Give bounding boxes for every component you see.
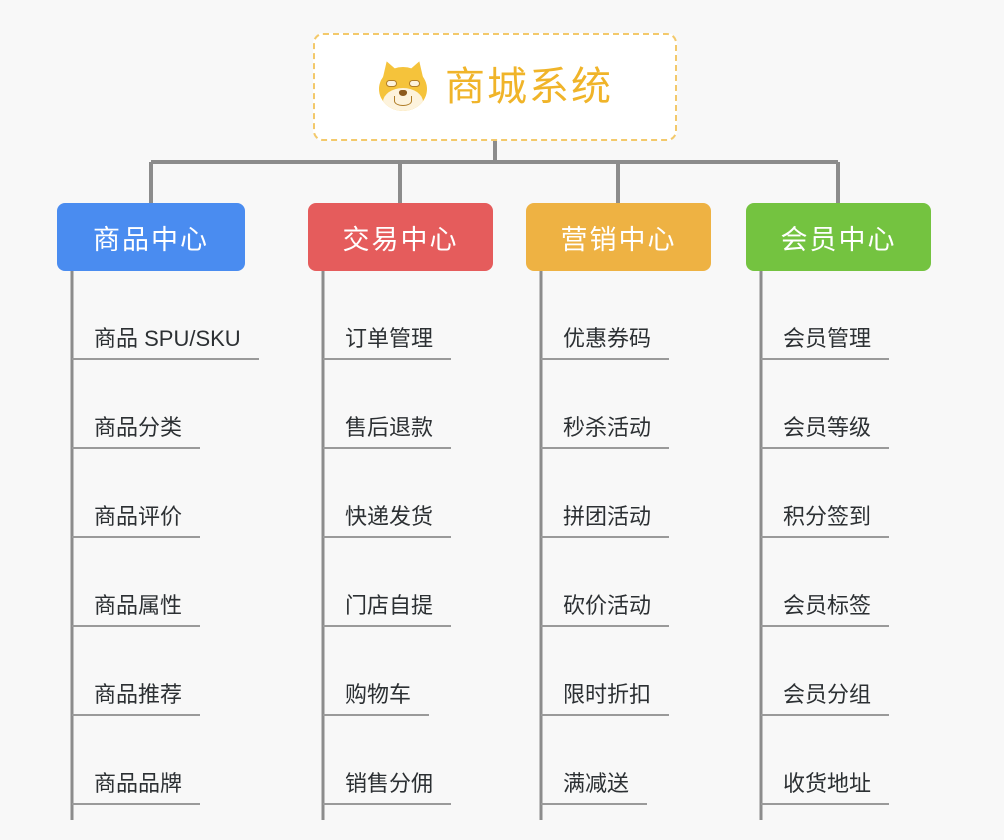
leaf-label: 商品评价 — [72, 504, 201, 538]
list-item[interactable]: 商品品牌 — [72, 716, 245, 805]
branch-header-label-3: 会员中心 — [780, 224, 897, 255]
branch-header-0[interactable]: 商品中心 — [57, 203, 245, 271]
branch-header-label-1: 交易中心 — [342, 224, 459, 255]
list-item[interactable]: 销售分佣 — [323, 716, 493, 805]
branch-column-2: 营销中心 优惠券码 秒杀活动 拼团活动 砍价活动 限时折扣 满减送 — [526, 203, 711, 805]
list-item[interactable]: 商品推荐 — [72, 627, 245, 716]
leaf-label: 秒杀活动 — [541, 415, 670, 449]
leaf-label: 满减送 — [541, 771, 648, 805]
list-item[interactable]: 砍价活动 — [541, 538, 711, 627]
leaf-label: 优惠券码 — [541, 326, 670, 360]
branch-header-3[interactable]: 会员中心 — [746, 203, 931, 271]
list-item[interactable]: 商品 SPU/SKU — [72, 271, 259, 360]
leaf-list-3: 会员管理 会员等级 积分签到 会员标签 会员分组 收货地址 — [746, 271, 931, 805]
leaf-label: 快递发货 — [323, 504, 452, 538]
leaf-list-1: 订单管理 售后退款 快递发货 门店自提 购物车 销售分佣 — [308, 271, 493, 805]
list-item[interactable]: 限时折扣 — [541, 627, 711, 716]
leaf-list-0: 商品 SPU/SKU 商品分类 商品评价 商品属性 商品推荐 商品品牌 — [57, 271, 259, 805]
list-item[interactable]: 售后退款 — [323, 360, 493, 449]
list-item[interactable]: 商品分类 — [72, 360, 245, 449]
list-item[interactable]: 商品属性 — [72, 538, 245, 627]
leaf-label: 收货地址 — [761, 771, 890, 805]
leaf-label: 商品分类 — [72, 415, 201, 449]
list-item[interactable]: 会员等级 — [761, 360, 931, 449]
leaf-label: 订单管理 — [323, 326, 452, 360]
leaf-label: 销售分佣 — [323, 771, 452, 805]
list-item[interactable]: 拼团活动 — [541, 449, 711, 538]
leaf-label: 商品品牌 — [72, 771, 201, 805]
leaf-label: 商品属性 — [72, 593, 201, 627]
leaf-label: 限时折扣 — [541, 682, 670, 716]
root-node[interactable]: 商城系统 — [313, 33, 677, 141]
list-item[interactable]: 收货地址 — [761, 716, 931, 805]
leaf-label: 砍价活动 — [541, 593, 670, 627]
leaf-label: 商品 SPU/SKU — [72, 326, 259, 360]
leaf-label: 拼团活动 — [541, 504, 670, 538]
branch-column-3: 会员中心 会员管理 会员等级 积分签到 会员标签 会员分组 收货地址 — [746, 203, 931, 805]
branch-column-1: 交易中心 订单管理 售后退款 快递发货 门店自提 购物车 销售分佣 — [308, 203, 493, 805]
leaf-list-2: 优惠券码 秒杀活动 拼团活动 砍价活动 限时折扣 满减送 — [526, 271, 711, 805]
list-item[interactable]: 会员标签 — [761, 538, 931, 627]
leaf-label: 购物车 — [323, 682, 430, 716]
list-item[interactable]: 满减送 — [541, 716, 711, 805]
leaf-label: 门店自提 — [323, 593, 452, 627]
branch-header-label-2: 营销中心 — [560, 224, 677, 255]
list-item[interactable]: 快递发货 — [323, 449, 493, 538]
branch-header-2[interactable]: 营销中心 — [526, 203, 711, 271]
list-item[interactable]: 门店自提 — [323, 538, 493, 627]
leaf-label: 商品推荐 — [72, 682, 201, 716]
list-item[interactable]: 优惠券码 — [541, 271, 711, 360]
list-item[interactable]: 秒杀活动 — [541, 360, 711, 449]
list-item[interactable]: 会员管理 — [761, 271, 931, 360]
list-item[interactable]: 订单管理 — [323, 271, 493, 360]
list-item[interactable]: 购物车 — [323, 627, 493, 716]
root-title: 商城系统 — [445, 65, 613, 109]
list-item[interactable]: 积分签到 — [761, 449, 931, 538]
leaf-label: 会员分组 — [761, 682, 890, 716]
list-item[interactable]: 商品评价 — [72, 449, 245, 538]
branch-header-1[interactable]: 交易中心 — [308, 203, 493, 271]
shiba-dog-icon — [377, 58, 429, 113]
leaf-label: 售后退款 — [323, 415, 452, 449]
branch-header-label-0: 商品中心 — [93, 224, 209, 255]
leaf-label: 会员等级 — [761, 415, 890, 449]
list-item[interactable]: 会员分组 — [761, 627, 931, 716]
branch-column-0: 商品中心 商品 SPU/SKU 商品分类 商品评价 商品属性 商品推荐 商品品牌 — [57, 203, 259, 805]
leaf-label: 会员标签 — [761, 593, 890, 627]
leaf-label: 会员管理 — [761, 326, 890, 360]
leaf-label: 积分签到 — [761, 504, 890, 538]
